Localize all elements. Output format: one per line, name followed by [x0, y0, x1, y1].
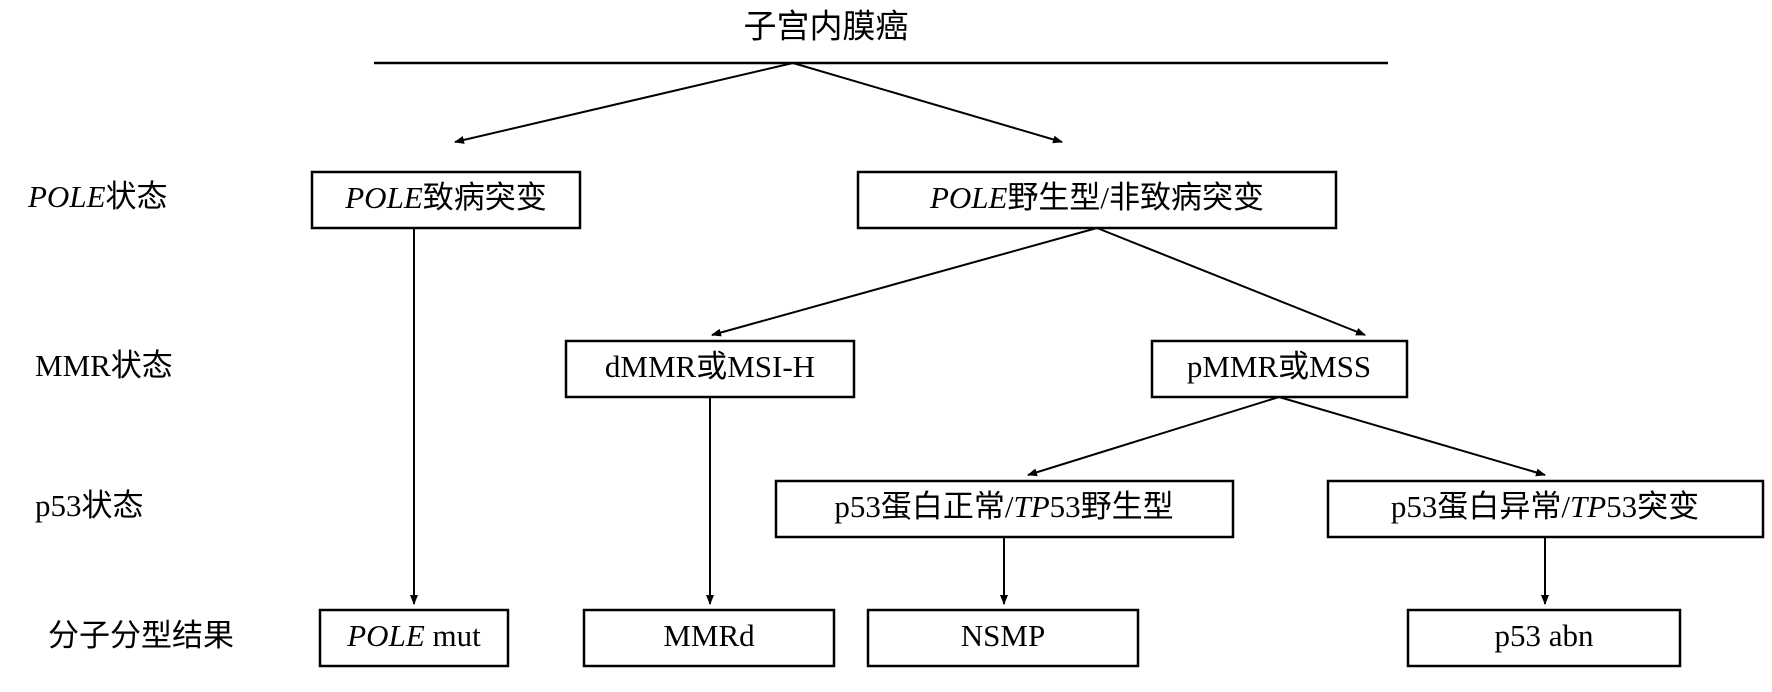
edge-pmmr-to-p53-normal	[1027, 396, 1280, 477]
edge-root-to-pole-pathogenic	[454, 62, 794, 144]
node-result-p53-abn[interactable]	[1406, 608, 1682, 668]
edge-root-to-pole-wildtype	[792, 62, 1063, 144]
row-label-pole-status: POLE状态	[27, 179, 168, 214]
node-p53-normal-label: p53蛋白正常/TP53野生型	[834, 489, 1173, 524]
node-p53-abnormal-label: p53蛋白异常/TP53突变	[1391, 489, 1699, 524]
node-pmmr-label: pMMR或MSS	[1187, 349, 1371, 384]
node-result-nsmp[interactable]	[866, 608, 1140, 668]
node-dmmr-label: dMMR或MSI-H	[605, 349, 815, 384]
node-result-mmrd-label: MMRd	[663, 618, 755, 653]
row-label-mmr-status: MMR状态	[35, 348, 173, 383]
node-result-pole-mut[interactable]	[318, 608, 510, 668]
diagram-title: 子宫内膜癌	[744, 9, 909, 46]
row-label-classification-result: 分子分型结果	[48, 618, 234, 653]
edge-pole-wildtype-to-dmmr	[711, 227, 1098, 337]
node-pole-pathogenic-label: POLE致病突变	[344, 180, 547, 215]
node-result-p53-abn-label: p53 abn	[1494, 618, 1594, 653]
edge-pmmr-to-p53-abnormal	[1278, 396, 1546, 477]
row-label-p53-status: p53状态	[35, 488, 144, 523]
node-pole-pathogenic[interactable]	[310, 170, 582, 230]
node-pole-wildtype-label: POLE野生型/非致病突变	[929, 180, 1264, 215]
node-dmmr[interactable]	[564, 339, 856, 399]
edge-pole-wildtype-to-pmmr	[1096, 227, 1366, 336]
node-pole-wildtype[interactable]	[856, 170, 1338, 230]
node-result-pole-mut-label: POLE mut	[346, 618, 481, 653]
node-result-mmrd[interactable]	[582, 608, 836, 668]
node-result-nsmp-label: NSMP	[961, 618, 1045, 653]
node-pmmr[interactable]	[1150, 339, 1409, 399]
